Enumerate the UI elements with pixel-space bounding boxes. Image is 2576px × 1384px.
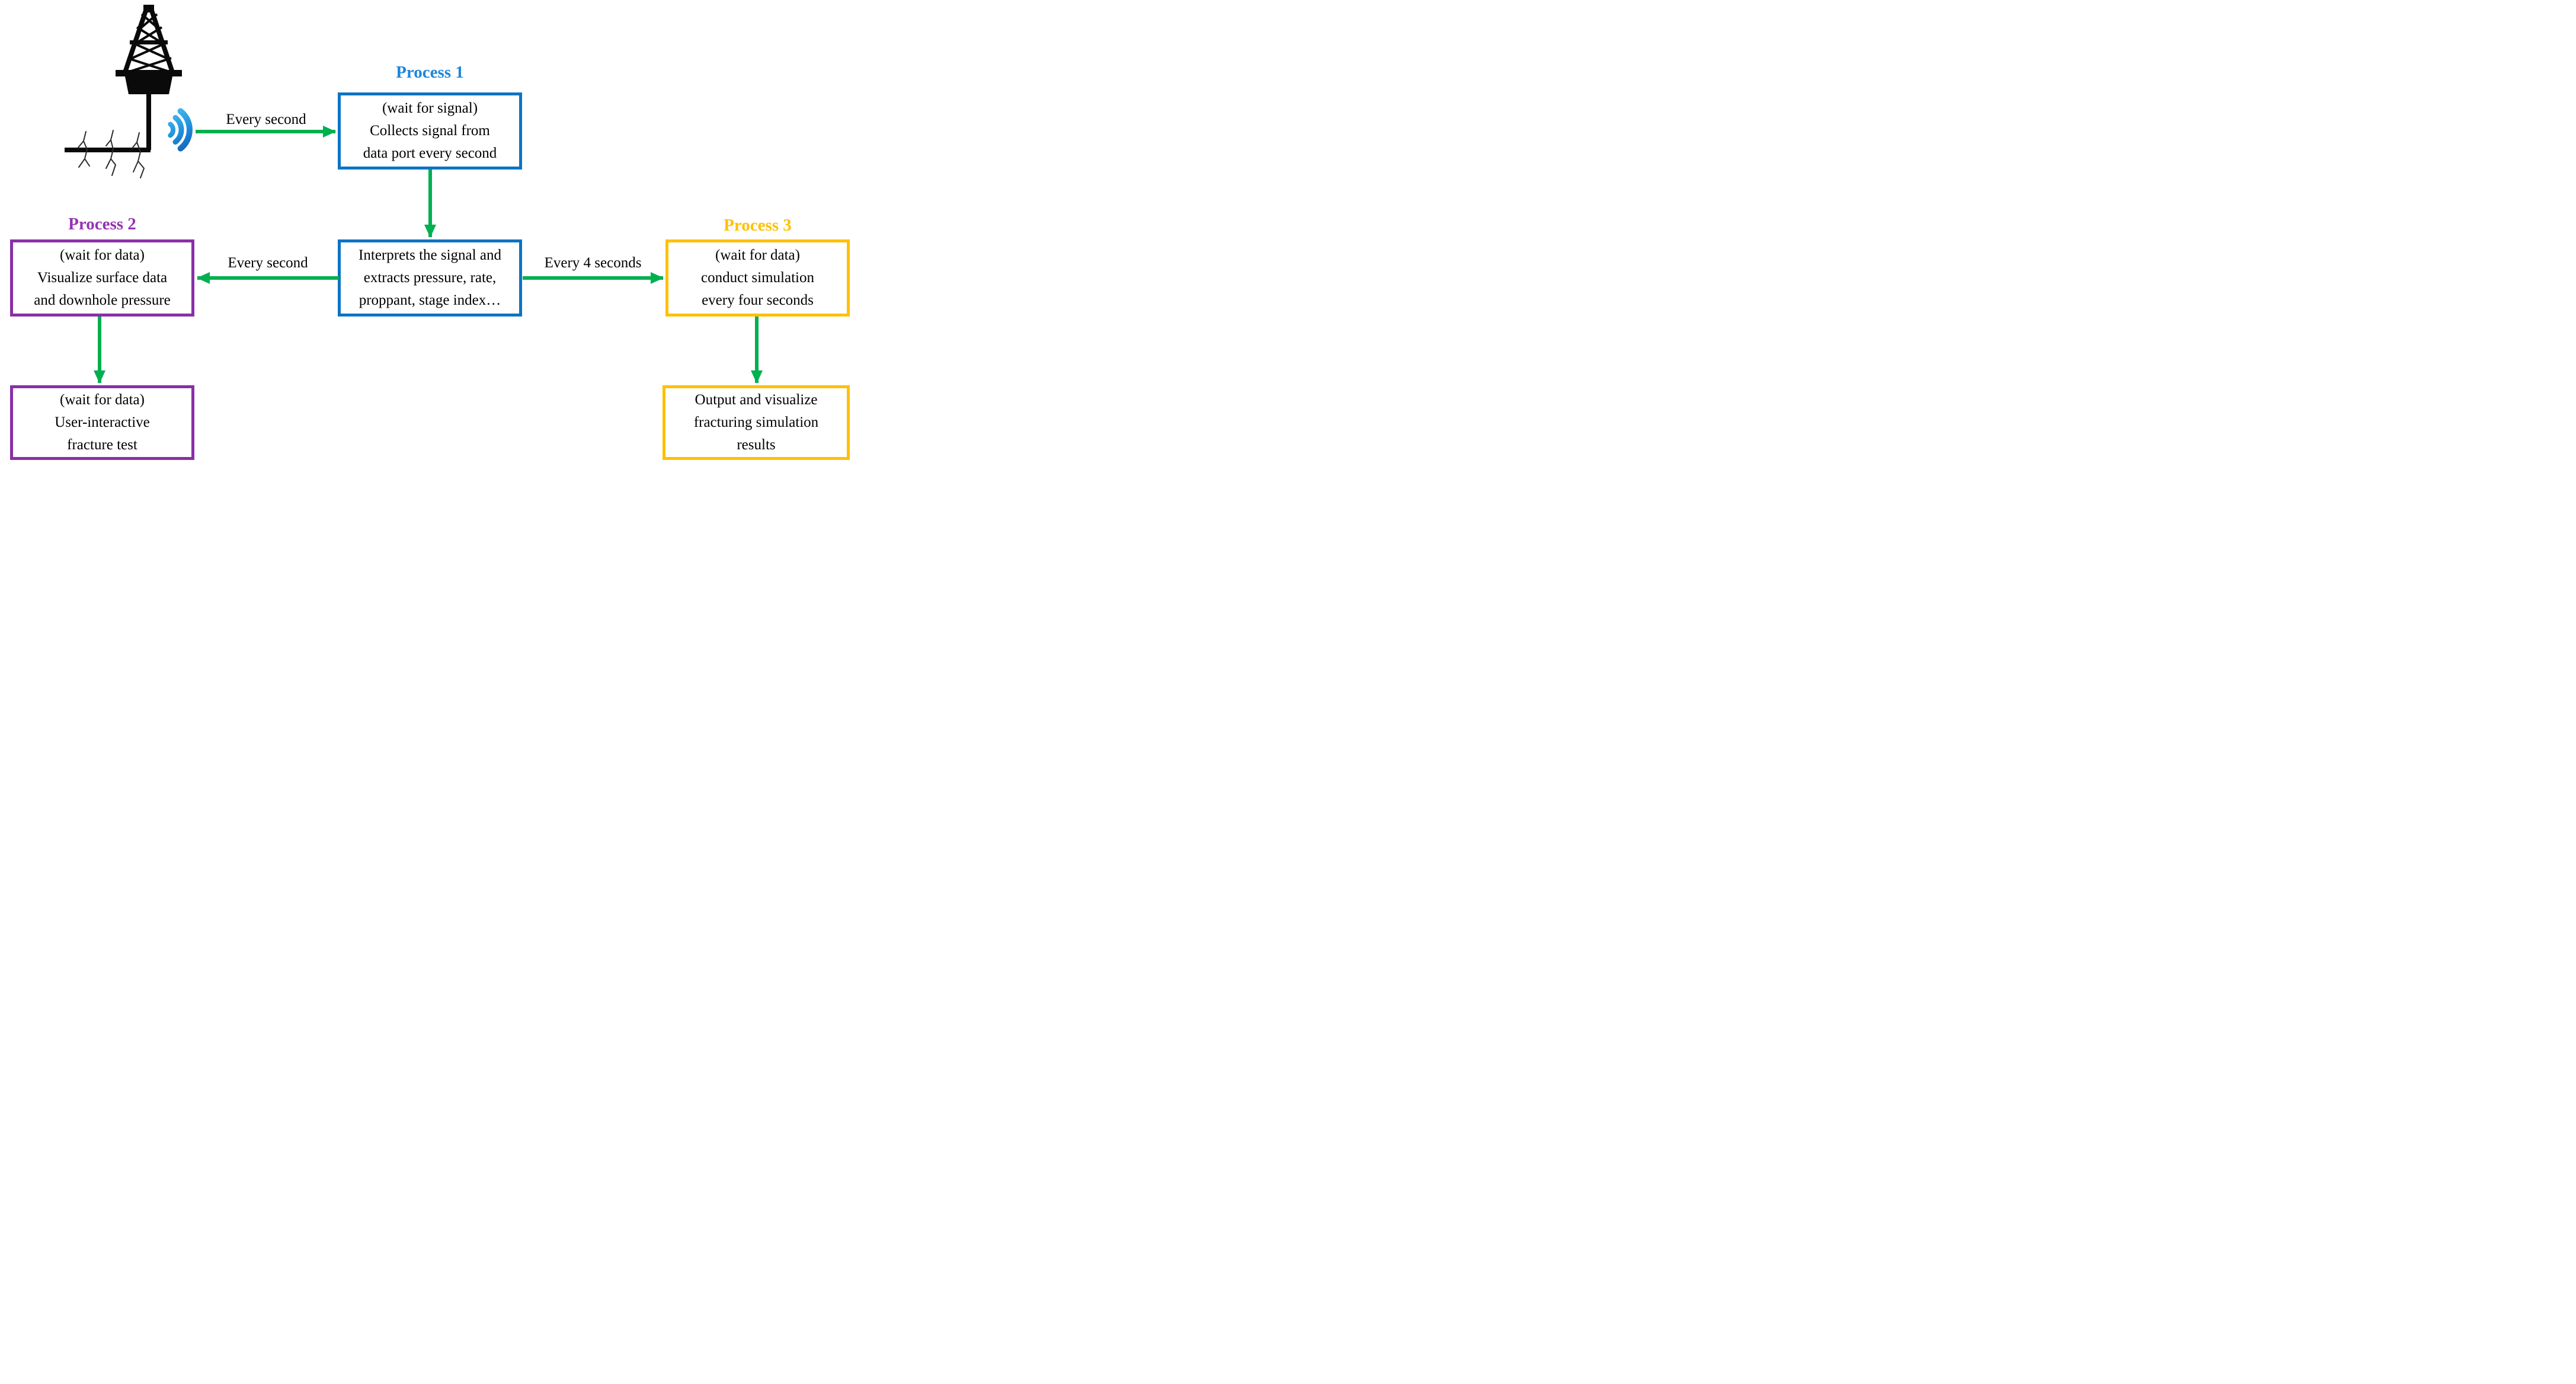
- box-text-line: (wait for signal): [382, 100, 478, 116]
- process1-interpret-box: Interprets the signal and extracts press…: [338, 239, 522, 317]
- process3-title: Process 3: [724, 216, 792, 235]
- box-text-line: (wait for data): [60, 247, 145, 263]
- box-text-line: Output and visualize: [695, 392, 818, 408]
- box-text-line: every four seconds: [702, 292, 814, 308]
- process-flow-diagram: Process 1 Process 2 Process 3 (wait for …: [0, 0, 859, 461]
- arrow-label-rig-to-process1: Every second: [226, 111, 306, 127]
- box-text-line: Interprets the signal and: [359, 247, 501, 263]
- box-text-line: conduct simulation: [701, 270, 814, 286]
- box-text-line: User-interactive: [55, 414, 150, 430]
- box-text-line: proppant, stage index…: [359, 292, 501, 308]
- process3-bottom-box: Output and visualize fracturing simulati…: [663, 385, 850, 460]
- box-text-line: (wait for data): [715, 247, 800, 263]
- process1-title: Process 1: [396, 63, 464, 82]
- process1-box: (wait for signal) Collects signal from d…: [338, 92, 522, 170]
- arrow-label-center-to-process2: Every second: [228, 255, 308, 271]
- drilling-rig-icon: [65, 5, 182, 178]
- box-text-line: (wait for data): [60, 392, 145, 408]
- box-text-line: Collects signal from: [370, 123, 490, 139]
- box-text-line: fracture test: [67, 437, 137, 453]
- arrow-label-center-to-process3: Every 4 seconds: [544, 255, 642, 271]
- box-text-line: and downhole pressure: [34, 292, 171, 308]
- box-text-line: results: [737, 437, 776, 453]
- wifi-signal-icon: [168, 108, 193, 152]
- process2-title: Process 2: [68, 215, 136, 234]
- box-text-line: extracts pressure, rate,: [363, 270, 497, 286]
- process2-box: (wait for data) Visualize surface data a…: [10, 239, 194, 317]
- process2-bottom-box: (wait for data) User-interactive fractur…: [10, 385, 194, 460]
- box-text-line: fracturing simulation: [693, 414, 819, 430]
- box-text-line: data port every second: [363, 145, 497, 161]
- process3-box: (wait for data) conduct simulation every…: [665, 239, 850, 317]
- box-text-line: Visualize surface data: [37, 270, 168, 286]
